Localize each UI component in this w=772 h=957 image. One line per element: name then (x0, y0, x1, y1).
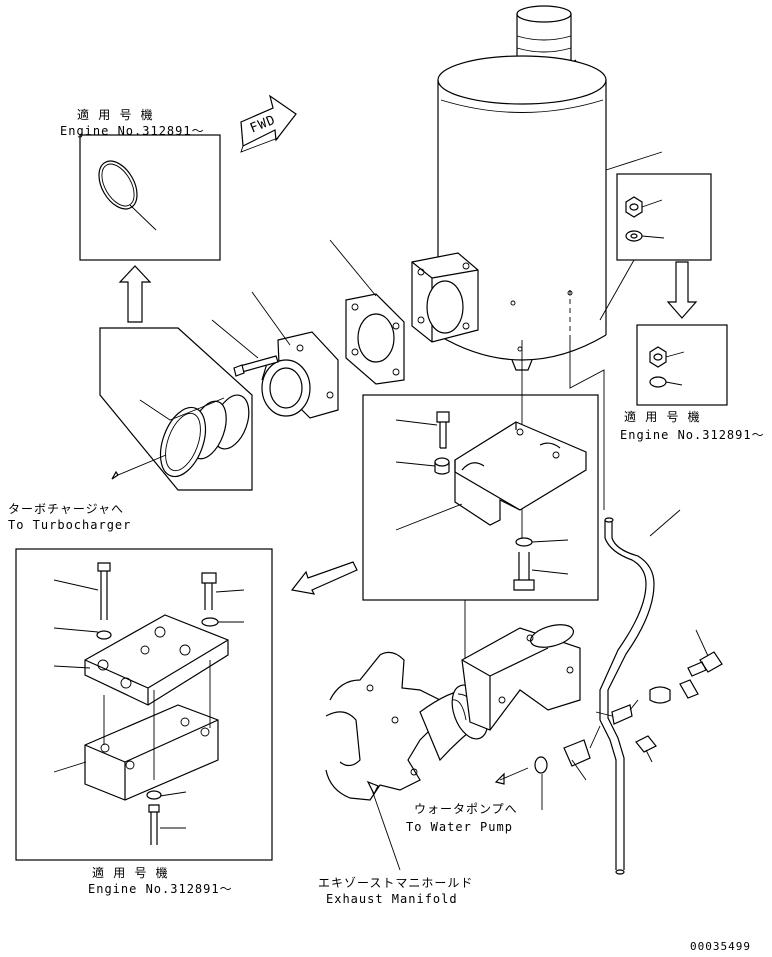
applicable-label-bottom-en: Engine No.312891～ (88, 882, 233, 896)
manifold-label-jp: エキゾーストマニホールド (318, 876, 474, 890)
drawing-number: 00035499 (690, 940, 751, 953)
nut-washer-box (599, 173, 712, 321)
applicable-label-top-jp: 適 用 号 機 (77, 108, 154, 122)
water-pump-label-jp: ウォータポンプへ (414, 802, 518, 816)
down-arrow (666, 261, 698, 319)
bracket-box (362, 394, 599, 601)
fwd-arrow (240, 94, 297, 153)
left-arrow (290, 561, 358, 595)
gasket (329, 239, 405, 385)
seal-ring-detail (99, 327, 253, 491)
applicable-label-right-en: Engine No.312891～ (620, 428, 765, 442)
up-arrow (118, 265, 152, 323)
spacer-plate-box (15, 548, 273, 861)
applicable-label-right-jp: 適 用 号 機 (624, 410, 701, 424)
applicable-label-bottom-jp: 適 用 号 機 (92, 866, 169, 880)
water-pump-label-en: To Water Pump (406, 820, 513, 834)
turbocharger-label-en: To Turbocharger (8, 518, 132, 532)
nut-washer-box-alt (636, 324, 728, 406)
connector (211, 291, 339, 419)
oring-inset-top (79, 134, 221, 261)
manifold-label-en: Exhaust Manifold (326, 892, 458, 906)
muffler (411, 5, 607, 371)
water-pump-tube (494, 509, 723, 875)
applicable-label-top-en: Engine No.312891～ (60, 124, 205, 138)
exhaust-manifold (325, 624, 581, 801)
turbocharger-label-jp: ターボチャージャへ (8, 502, 125, 516)
